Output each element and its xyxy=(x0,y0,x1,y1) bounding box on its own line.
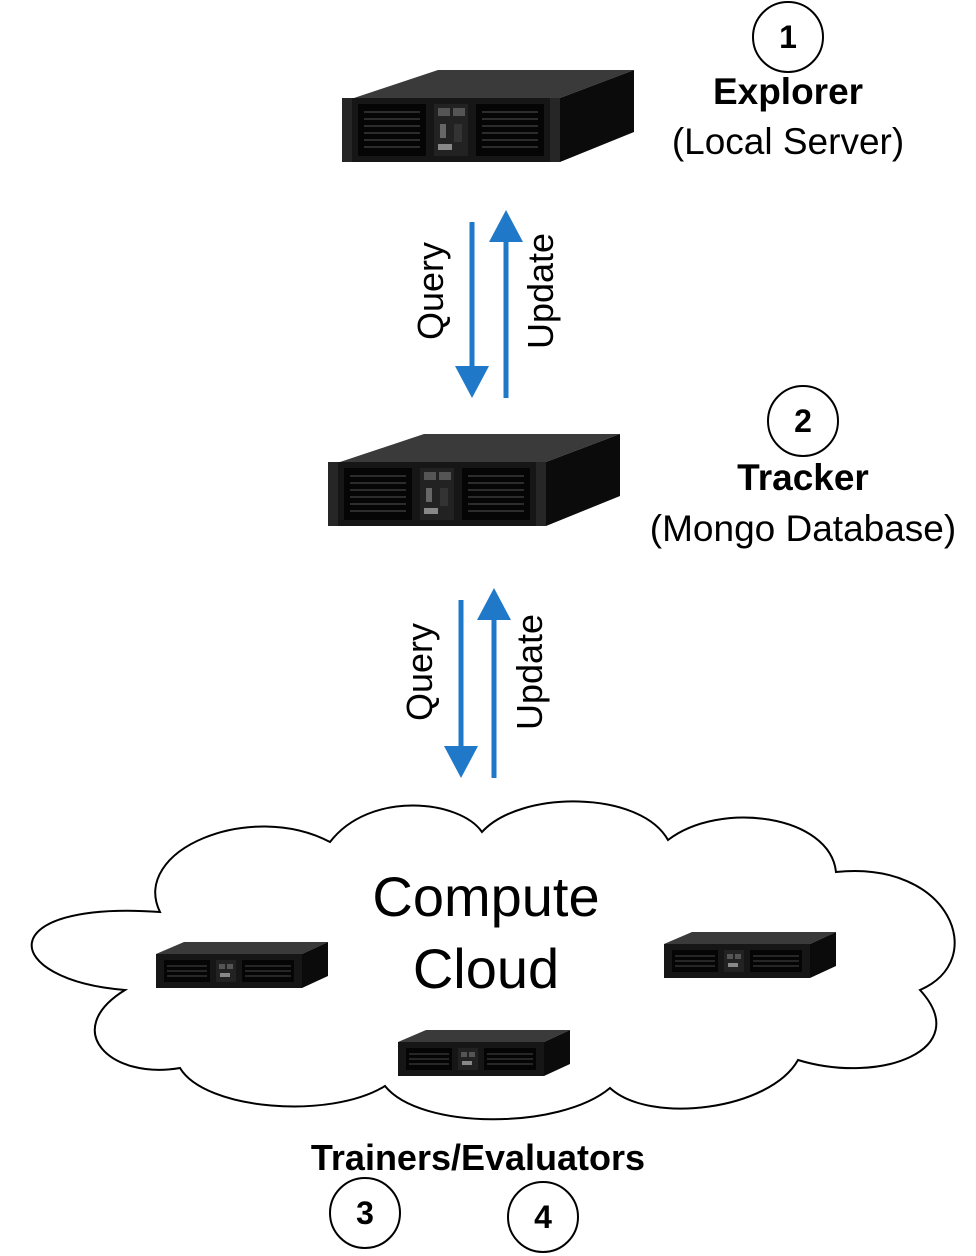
server-icon xyxy=(341,69,635,163)
cloud-title-line1: Compute xyxy=(372,865,599,928)
evaluator-number-badge: 4 xyxy=(507,1181,579,1253)
cloud-server-bottom xyxy=(397,1029,571,1077)
down-arrow-icon xyxy=(444,746,478,778)
up-arrow-icon xyxy=(489,210,523,242)
server-icon xyxy=(327,433,621,527)
lower-link: Query Update xyxy=(399,588,550,778)
lower-query-label: Query xyxy=(399,623,440,721)
tracker-number-badge: 2 xyxy=(767,385,839,457)
cloud-caption: Trainers/Evaluators xyxy=(311,1137,645,1178)
upper-update-label: Update xyxy=(520,233,561,349)
trainer-number-badge: 3 xyxy=(329,1177,401,1249)
explorer-subtitle: (Local Server) xyxy=(672,121,904,162)
tracker-number: 2 xyxy=(794,403,812,439)
server-icon xyxy=(663,931,837,979)
number-circle xyxy=(507,1181,579,1253)
number-circle xyxy=(752,1,824,73)
cloud-server-right xyxy=(663,931,837,979)
explorer-server xyxy=(341,69,635,163)
up-arrow-icon xyxy=(477,588,511,620)
explorer-number: 1 xyxy=(779,19,797,55)
cloud-shape xyxy=(30,800,956,1121)
server-icon xyxy=(155,941,329,989)
upper-link: Query Update xyxy=(410,210,561,398)
tracker-server xyxy=(327,433,621,527)
explorer-title: Explorer xyxy=(713,71,863,112)
explorer-number-badge: 1 xyxy=(752,1,824,73)
number-circle xyxy=(329,1177,401,1249)
evaluator-number: 4 xyxy=(534,1199,552,1235)
upper-query-label: Query xyxy=(410,242,451,340)
lower-update-label: Update xyxy=(509,614,550,730)
cloud-server-left xyxy=(155,941,329,989)
number-circle xyxy=(767,385,839,457)
tracker-title: Tracker xyxy=(737,457,869,498)
cloud-title-line2: Cloud xyxy=(413,937,559,1000)
down-arrow-icon xyxy=(455,366,489,398)
server-icon xyxy=(397,1029,571,1077)
trainer-number: 3 xyxy=(356,1195,374,1231)
tracker-subtitle: (Mongo Database) xyxy=(650,508,956,549)
